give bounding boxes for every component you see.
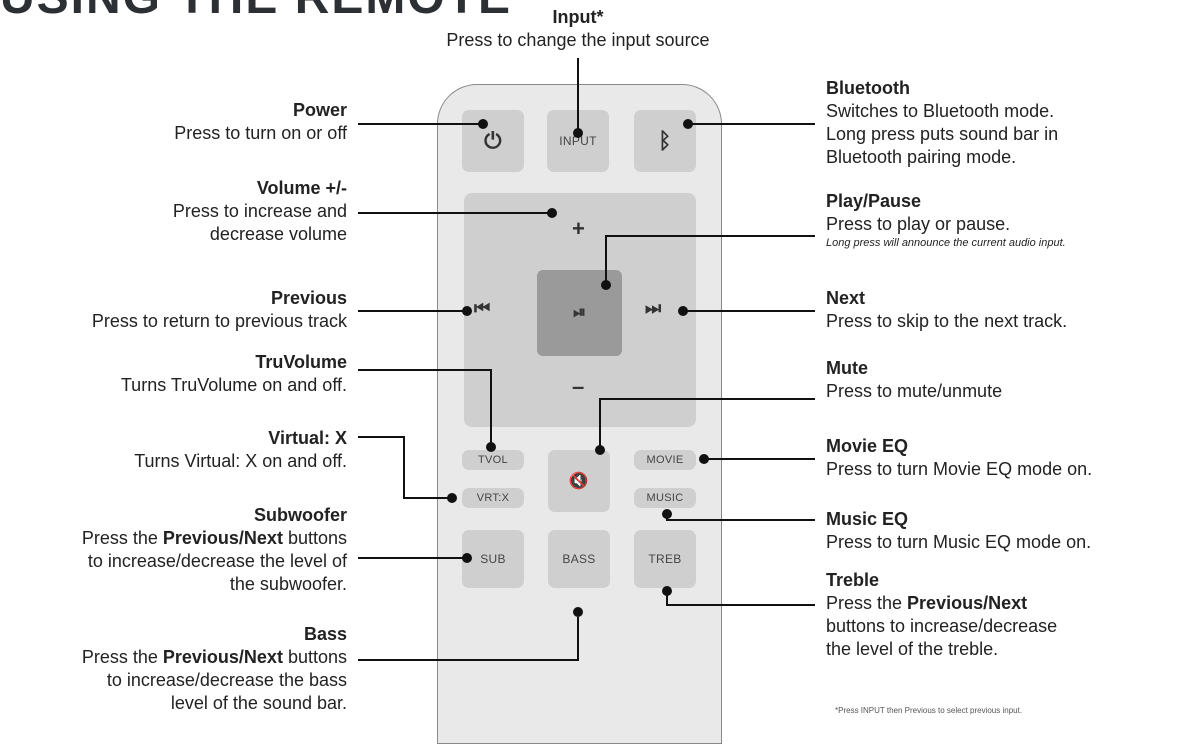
bass-desc-1a: Press the — [81, 647, 163, 667]
subwoofer-desc-1c: buttons — [282, 528, 347, 548]
callout-subwoofer-desc-1: Press the Previous/Next buttons — [0, 527, 347, 550]
bass-button[interactable]: BASS — [548, 530, 610, 588]
callout-bass: Bass Press the Previous/Next buttons to … — [0, 623, 347, 715]
vrtx-button[interactable]: VRT:X — [462, 488, 524, 508]
callout-subwoofer-desc-2: to increase/decrease the level of — [87, 551, 347, 571]
callout-subwoofer-desc-3: the subwoofer. — [229, 574, 347, 594]
input-button-label: INPUT — [559, 134, 597, 148]
bass-desc-1b: Previous/Next — [162, 647, 283, 667]
callout-mute-desc: Press to mute/unmute — [826, 381, 1003, 401]
callout-musiceq: Music EQ Press to turn Music EQ mode on. — [826, 508, 1171, 554]
callout-volume-desc-1: Press to increase and — [172, 201, 347, 221]
callout-mute-title: Mute — [826, 358, 868, 378]
callout-bluetooth-desc-2: Long press puts sound bar in — [826, 124, 1059, 144]
callout-bluetooth: Bluetooth Switches to Bluetooth mode. Lo… — [826, 77, 1171, 169]
movie-label: MOVIE — [646, 454, 684, 466]
callout-power-title: Power — [292, 100, 347, 120]
callout-bass-desc-2: to increase/decrease the bass — [106, 670, 347, 690]
tvol-label: TVOL — [478, 454, 508, 466]
mute-button[interactable]: 🔇 — [548, 450, 610, 512]
treble-desc-1a: Press the — [826, 593, 908, 613]
callout-movieeq-title: Movie EQ — [826, 436, 909, 456]
previous-button[interactable]: ⏮ — [474, 298, 491, 318]
input-button[interactable]: INPUT — [547, 110, 609, 172]
callout-treble-desc-3: the level of the treble. — [826, 639, 999, 659]
vrtx-label: VRT:X — [476, 492, 510, 504]
callout-power-desc: Press to turn on or off — [174, 123, 347, 143]
callout-treble-title: Treble — [826, 570, 880, 590]
callout-virtual-desc: Turns Virtual: X on and off. — [134, 451, 347, 471]
callout-playpause: Play/Pause Press to play or pause. Long … — [826, 190, 1177, 250]
sub-button[interactable]: SUB — [462, 530, 524, 588]
footnote: *Press INPUT then Previous to select pre… — [835, 706, 1023, 715]
callout-bluetooth-desc-3: Bluetooth pairing mode. — [826, 147, 1017, 167]
callout-truvolume-title: TruVolume — [255, 352, 347, 372]
sub-label: SUB — [480, 552, 506, 566]
bluetooth-button[interactable]: ᛒ — [634, 110, 696, 172]
treb-label: TREB — [648, 552, 682, 566]
music-button[interactable]: MUSIC — [634, 488, 696, 508]
treble-desc-1b: Previous/Next — [907, 593, 1028, 613]
callout-playpause-note: Long press will announce the current aud… — [826, 237, 1066, 249]
bluetooth-icon: ᛒ — [658, 128, 672, 153]
callout-previous: Previous Press to return to previous tra… — [0, 287, 347, 333]
callout-treble-desc-2: buttons to increase/decrease — [826, 616, 1058, 636]
callout-input-desc: Press to change the input source — [446, 30, 710, 50]
callout-playpause-desc: Press to play or pause. — [826, 214, 1011, 234]
treb-button[interactable]: TREB — [634, 530, 696, 588]
page-title: USING THE REMOTE — [0, 0, 512, 25]
callout-movieeq: Movie EQ Press to turn Movie EQ mode on. — [826, 435, 1171, 481]
callout-bass-desc-3: level of the sound bar. — [170, 693, 347, 713]
tvol-button[interactable]: TVOL — [462, 450, 524, 470]
callout-bass-title: Bass — [303, 624, 347, 644]
callout-bluetooth-desc-1: Switches to Bluetooth mode. — [826, 101, 1055, 121]
callout-musiceq-title: Music EQ — [826, 509, 909, 529]
callout-truvolume-desc: Turns TruVolume on and off. — [120, 375, 347, 395]
next-button[interactable]: ⏭ — [645, 298, 662, 318]
callout-musiceq-desc: Press to turn Music EQ mode on. — [826, 532, 1092, 552]
callout-virtual-title: Virtual: X — [268, 428, 347, 448]
callout-bass-desc-1: Press the Previous/Next buttons — [0, 646, 347, 669]
callout-subwoofer-title: Subwoofer — [254, 505, 347, 525]
play-pause-icon: ⏯ — [573, 304, 586, 321]
callout-input: Input* Press to change the input source — [418, 6, 738, 52]
callout-subwoofer: Subwoofer Press the Previous/Next button… — [0, 504, 347, 596]
music-label: MUSIC — [646, 492, 684, 504]
callout-virtual: Virtual: X Turns Virtual: X on and off. — [0, 427, 347, 473]
callout-playpause-title: Play/Pause — [826, 191, 922, 211]
callout-bluetooth-title: Bluetooth — [826, 78, 910, 98]
callout-treble: Treble Press the Previous/Next buttons t… — [826, 569, 1171, 661]
mute-icon: 🔇 — [568, 473, 590, 490]
callout-mute: Mute Press to mute/unmute — [826, 357, 1171, 403]
callout-next-title: Next — [826, 288, 866, 308]
subwoofer-desc-1b: Previous/Next — [162, 528, 283, 548]
volume-down-button[interactable]: – — [572, 374, 585, 399]
power-icon: ⏻ — [484, 128, 502, 153]
callout-volume-title: Volume +/- — [256, 178, 347, 198]
callout-previous-title: Previous — [270, 288, 347, 308]
bass-desc-1c: buttons — [282, 647, 347, 667]
callout-power: Power Press to turn on or off — [0, 99, 347, 145]
callout-previous-desc: Press to return to previous track — [91, 311, 347, 331]
volume-up-button[interactable]: + — [572, 216, 585, 241]
callout-treble-desc-1: Press the Previous/Next — [826, 592, 1171, 615]
callout-movieeq-desc: Press to turn Movie EQ mode on. — [826, 459, 1093, 479]
callout-volume-desc-2: decrease volume — [209, 224, 347, 244]
power-button[interactable]: ⏻ — [462, 110, 524, 172]
play-pause-button[interactable]: ⏯ — [537, 270, 622, 356]
bass-label: BASS — [562, 552, 596, 566]
callout-next-desc: Press to skip to the next track. — [826, 311, 1068, 331]
callout-next: Next Press to skip to the next track. — [826, 287, 1171, 333]
movie-button[interactable]: MOVIE — [634, 450, 696, 470]
callout-volume: Volume +/- Press to increase and decreas… — [0, 177, 347, 246]
callout-input-title: Input* — [552, 7, 604, 27]
subwoofer-desc-1a: Press the — [81, 528, 163, 548]
callout-truvolume: TruVolume Turns TruVolume on and off. — [0, 351, 347, 397]
